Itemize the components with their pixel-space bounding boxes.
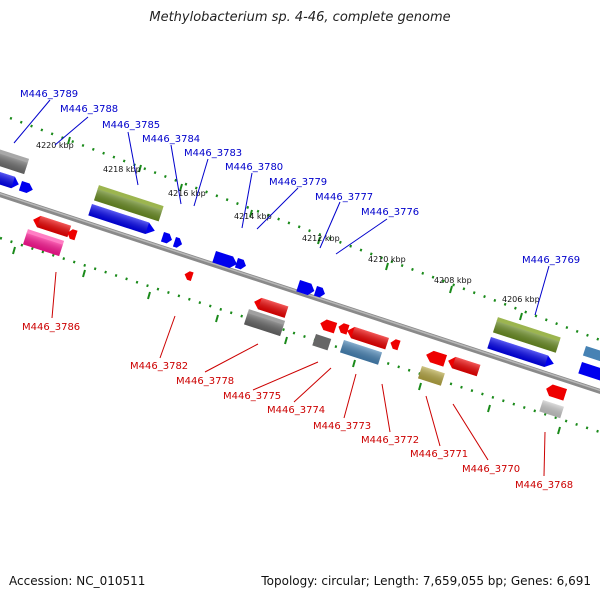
feature-magenta-3786	[22, 229, 65, 257]
gene-label-m446-3772[interactable]: M446_3772	[361, 435, 419, 446]
accession-text: Accession: NC_010511	[9, 574, 146, 588]
feature-red-3771	[426, 350, 448, 367]
feature-red-3782	[184, 271, 194, 282]
feature-red-3786	[33, 215, 72, 238]
reverse-features	[22, 215, 568, 419]
gene-label-m446-3779[interactable]: M446_3779	[269, 177, 327, 188]
gene-label-m446-3776[interactable]: M446_3776	[361, 207, 419, 218]
scale-labels: 4220 kbp 4218 kbp 4216 kbp 4214 kbp 4212…	[36, 141, 540, 304]
scale-label-4212: 4212 kbp	[302, 234, 340, 243]
scale-label-4216: 4216 kbp	[168, 189, 206, 198]
gene-label-m446-3775[interactable]: M446_3775	[223, 391, 281, 402]
feature-steelblue	[339, 340, 383, 365]
reverse-gene-labels: M446_3786 M446_3782 M446_3778 M446_3775 …	[22, 271, 573, 491]
feature-red-3772	[390, 339, 401, 351]
scale-label-4214: 4214 kbp	[234, 212, 272, 221]
genome-summary-text: Topology: circular; Length: 7,659,055 bp…	[261, 574, 591, 588]
feature-blue-3780	[212, 251, 237, 268]
forward-features	[0, 147, 600, 383]
scale-label-4218: 4218 kbp	[103, 165, 141, 174]
gene-label-m446-3770[interactable]: M446_3770	[462, 464, 520, 475]
gene-label-m446-3768[interactable]: M446_3768	[515, 480, 573, 491]
gene-label-m446-3783[interactable]: M446_3783	[184, 148, 242, 159]
major-ticks-upper	[67, 136, 523, 321]
feature-olive-3785	[93, 185, 164, 222]
feature-blue-3779	[234, 258, 246, 270]
feature-khaki-3771	[417, 366, 445, 386]
gene-label-m446-3786[interactable]: M446_3786	[22, 322, 80, 333]
scale-label-4210: 4210 kbp	[368, 255, 406, 264]
scale-label-4220: 4220 kbp	[36, 141, 74, 150]
genome-backbone	[0, 192, 600, 394]
gene-label-m446-3782[interactable]: M446_3782	[130, 361, 188, 372]
map-title: Methylobacterium sp. 4-46, complete geno…	[149, 10, 451, 25]
feature-red-3770	[448, 356, 481, 377]
feature-blue-3769	[487, 337, 554, 367]
feature-blue-3785	[88, 204, 155, 234]
feature-red-3775	[338, 323, 350, 335]
feature-blue-3784	[160, 232, 172, 244]
feature-blue-3776	[313, 286, 325, 298]
feature-red-3778	[254, 297, 289, 318]
gene-label-m446-3785[interactable]: M446_3785	[102, 120, 160, 131]
gene-label-m446-3774[interactable]: M446_3774	[267, 405, 325, 416]
gene-label-m446-3771[interactable]: M446_3771	[410, 449, 468, 460]
scale-label-4206: 4206 kbp	[502, 295, 540, 304]
forward-gene-labels: M446_3789 M446_3788 M446_3785 M446_3784 …	[13, 89, 580, 316]
gene-label-m446-3789[interactable]: M446_3789	[20, 89, 78, 100]
feature-lightgray-3768	[539, 400, 564, 419]
gene-label-m446-3788[interactable]: M446_3788	[60, 104, 118, 115]
gene-label-m446-3778[interactable]: M446_3778	[176, 376, 234, 387]
feature-blue-left	[0, 170, 19, 189]
gene-label-m446-3777[interactable]: M446_3777	[315, 192, 373, 203]
gene-label-m446-3780[interactable]: M446_3780	[225, 162, 283, 173]
feature-gray-left	[0, 147, 30, 175]
gene-label-m446-3784[interactable]: M446_3784	[142, 134, 200, 145]
feature-blue-3783	[172, 237, 183, 248]
feature-red-3773	[347, 326, 389, 350]
feature-blue-small-left	[18, 181, 33, 193]
feature-red-small-3786	[67, 229, 78, 241]
feature-steelblue-right-edge	[582, 346, 600, 362]
feature-blue-3777	[296, 280, 315, 296]
major-ticks-lower	[12, 246, 561, 435]
feature-blue-right-edge	[578, 362, 600, 383]
feature-gray-3778	[243, 309, 286, 337]
feature-red-3774	[320, 319, 338, 334]
feature-red-3768	[546, 384, 568, 401]
scale-label-4208: 4208 kbp	[434, 276, 472, 285]
gene-label-m446-3769[interactable]: M446_3769	[522, 255, 580, 266]
gene-label-m446-3773[interactable]: M446_3773	[313, 421, 371, 432]
feature-olive-3769	[492, 317, 561, 353]
feature-gray-3775	[312, 334, 332, 351]
